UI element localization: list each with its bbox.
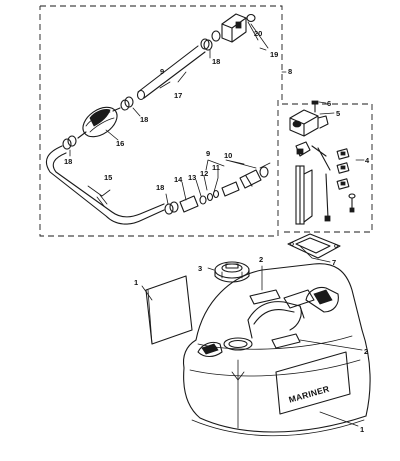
callout-12: 12 (200, 169, 208, 178)
tank-connector (211, 13, 256, 43)
hose-clamp (200, 38, 213, 51)
hose-clamp (120, 96, 134, 111)
callout-18: 18 (64, 157, 72, 166)
callout-11: 11 (212, 163, 220, 172)
engine-connector-fitting (179, 162, 271, 213)
screw (311, 100, 319, 113)
callout-1: 1 (134, 278, 138, 287)
callout-10: 10 (224, 151, 232, 160)
callout-18: 18 (140, 115, 148, 124)
callout-7: 7 (332, 258, 336, 267)
callout-4: 4 (365, 156, 370, 165)
fuel-hose-upper (136, 45, 206, 101)
callout-17: 17 (174, 91, 182, 100)
fuel-hose-lower (45, 145, 165, 225)
callout-13: 13 (188, 173, 196, 182)
callout-18: 18 (156, 183, 164, 192)
callout-6: 6 (327, 99, 331, 108)
pickup-tube (295, 165, 331, 225)
callout-18: 18 (212, 57, 220, 66)
pickup-assembly-boundary (282, 103, 373, 233)
gauge-grommets (336, 148, 356, 213)
callout-16: 16 (116, 139, 124, 148)
callout-1: 1 (360, 425, 364, 434)
callout-2: 2 (259, 255, 263, 264)
callout-14: 14 (174, 175, 183, 184)
gasket (287, 233, 341, 259)
callout-labels: 20 19 18 9 17 8 18 16 18 6 5 9 10 11 12 … (64, 29, 370, 434)
hose-clamp (164, 201, 179, 215)
callout-2: 2 (364, 347, 368, 356)
callout-5: 5 (336, 109, 340, 118)
callout-8: 8 (288, 67, 292, 76)
callout-15: 15 (104, 173, 112, 182)
callout-3: 3 (198, 264, 202, 273)
fuel-gauge-housing (289, 109, 329, 137)
gauge-float-arm (295, 141, 331, 171)
callout-leaders (69, 21, 365, 427)
callout-20: 20 (254, 29, 262, 38)
primer-bulb (77, 106, 121, 139)
fuel-tank (182, 263, 371, 437)
filler-cap (214, 261, 250, 283)
decal-plate (145, 275, 193, 345)
callout-9: 9 (160, 67, 164, 76)
callout-19: 19 (270, 50, 278, 59)
callout-9: 9 (206, 149, 210, 158)
hose-clamp (62, 135, 77, 150)
fuel-line-assembly-boundary (39, 5, 283, 237)
